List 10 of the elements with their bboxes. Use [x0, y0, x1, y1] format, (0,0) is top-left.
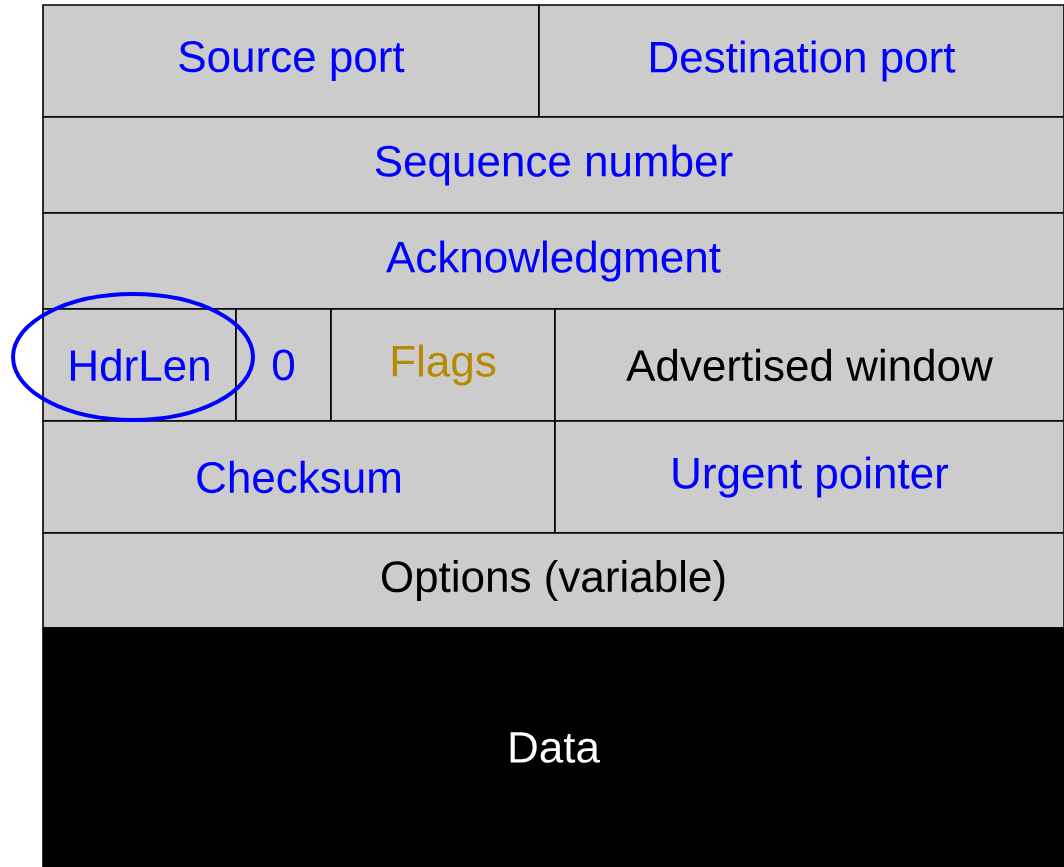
- node-label: Urgent pointer: [673, 456, 949, 498]
- node-label: Advertised window: [626, 348, 993, 382]
- header-field-cell: Source port: [42, 4, 540, 118]
- header-field-cell: 0: [235, 308, 332, 422]
- header-field-cell: Destination port: [538, 4, 1064, 118]
- header-field-cell: Options (variable): [42, 532, 1064, 629]
- header-field-cell: Sequence number: [42, 116, 1064, 214]
- data-block: Data: [42, 627, 1064, 867]
- header-field-cell: Urgent pointer: [554, 420, 1064, 534]
- node-label: Destination port: [651, 40, 956, 82]
